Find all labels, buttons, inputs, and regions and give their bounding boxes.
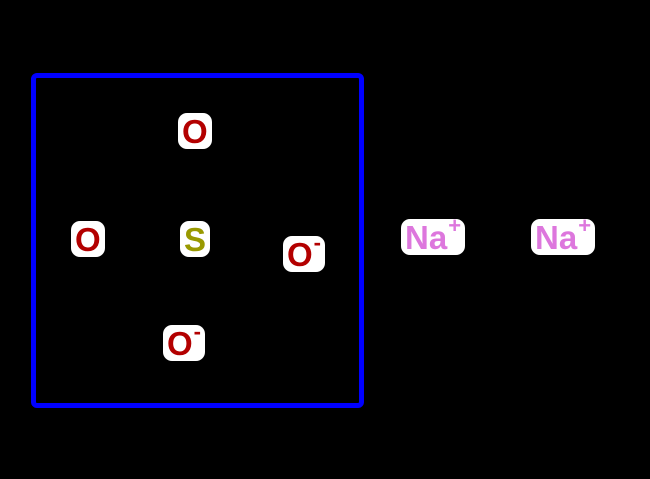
selection-box[interactable] [31,73,364,408]
negative-charge: - [313,230,321,255]
sodium-symbol: Na [405,219,448,256]
positive-charge: + [578,213,592,238]
negative-charge: - [193,319,201,344]
oxygen-symbol: O [182,113,208,150]
oxygen-atom-bottom[interactable]: O- [163,321,205,362]
oxygen-atom-right[interactable]: O- [283,232,325,273]
bond-s-o-bottom [184,256,198,325]
positive-charge: + [448,213,462,238]
oxygen-symbol: O [167,325,193,362]
sodium-ion-1[interactable]: Na+ [401,215,466,256]
oxygen-atom-left[interactable]: O [71,221,105,257]
oxygen-symbol: O [75,221,101,258]
sulfur-symbol: S [184,221,207,258]
oxygen-symbol: O [287,236,313,273]
sodium-ion-2[interactable]: Na+ [531,215,596,256]
bond-s-o-right [213,241,285,254]
sodium-symbol: Na [535,219,578,256]
sulfur-atom[interactable]: S [180,221,211,258]
oxygen-atom-top[interactable]: O [178,113,212,149]
